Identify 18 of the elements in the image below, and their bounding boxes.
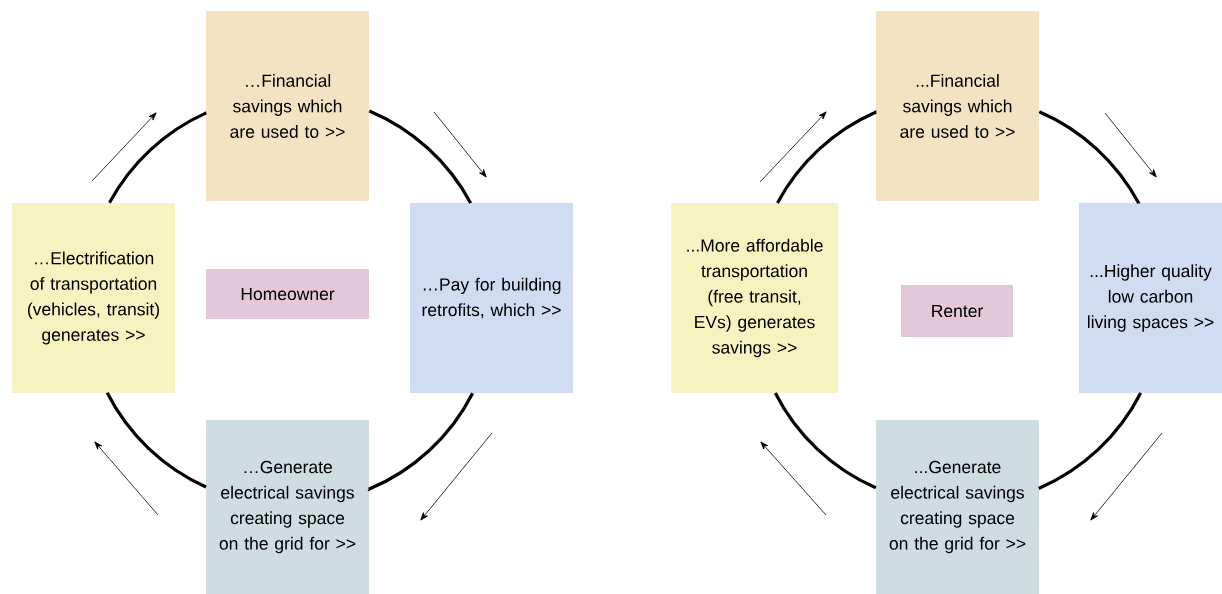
process-box: …Electrification of transportation (vehicles, transit) generates >>	[12, 203, 175, 393]
process-box: …Generate electrical savings creating space on the grid for >>	[206, 420, 369, 594]
role-box: Homeowner	[206, 269, 369, 319]
role-box: Renter	[901, 285, 1013, 337]
process-box: ...Generate electrical savings creating space on the grid for >>	[876, 420, 1039, 594]
cycle-arc	[773, 392, 877, 490]
cycle-arc	[108, 111, 208, 204]
cycle-arc	[1037, 392, 1143, 491]
process-box: …Financial savings which are used to >>	[206, 11, 369, 201]
process-box: ...Higher quality low carbon living spaces >>	[1079, 203, 1222, 393]
cycle-arc	[776, 110, 878, 204]
cycle-arc	[1038, 110, 1141, 205]
process-box: ...Financial savings which are used to >>	[876, 11, 1039, 201]
cycle-arc	[367, 392, 475, 491]
process-box: …Pay for building retrofits, which >>	[410, 203, 573, 393]
cycle-arc	[368, 109, 473, 205]
process-box: ...More affordable transportation (free transit, EVs) generates savings >>	[671, 203, 838, 393]
cycle-arc	[105, 391, 207, 489]
